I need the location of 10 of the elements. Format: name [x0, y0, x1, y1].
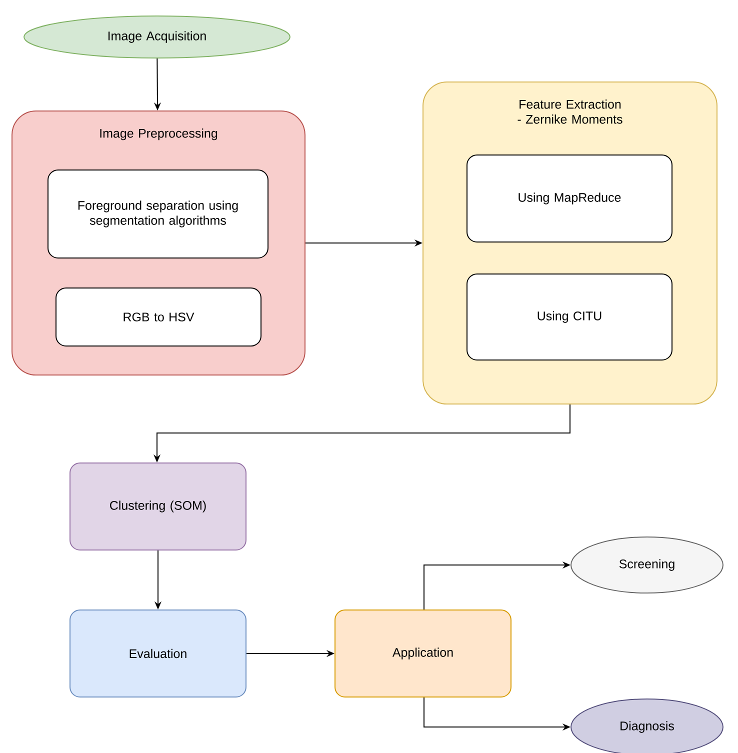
- process-box: RGB to HSV: [56, 288, 262, 346]
- process-box: Evaluation: [70, 610, 246, 698]
- process-box: Using MapReduce: [466, 154, 672, 242]
- process-box: Clustering (SOM): [70, 462, 246, 550]
- process-box: Application: [334, 610, 512, 698]
- ellipse-node: Diagnosis: [570, 698, 724, 753]
- process-box: Foreground separation using segmentation algorithms: [48, 170, 268, 258]
- ellipse-node: Image Acquisition: [24, 16, 290, 58]
- ellipse-node: Screening: [570, 536, 724, 594]
- process-box: Using CITU: [466, 274, 672, 360]
